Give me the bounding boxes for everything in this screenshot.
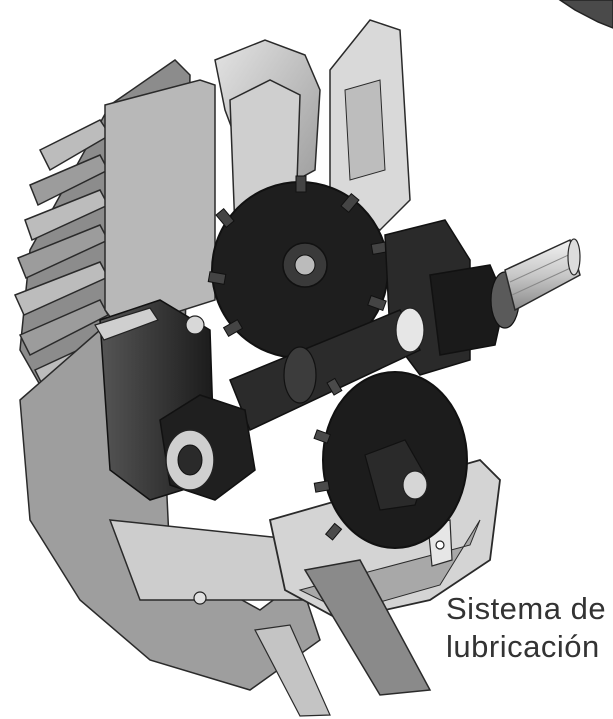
corner-fragment [558, 0, 613, 29]
lower-gear [313, 371, 468, 549]
lower-chute [303, 559, 432, 696]
label-line-2: lubricación [446, 629, 600, 664]
label-line-1: Sistema de [446, 591, 607, 626]
rear-plate [104, 79, 216, 331]
front-hex-nut [159, 394, 256, 501]
lower-shaft [229, 307, 425, 432]
fastener [193, 591, 207, 605]
upper-gear [207, 175, 390, 359]
output-shaft [504, 238, 581, 312]
lubrication-system-label: Sistema de lubricación [446, 590, 606, 666]
